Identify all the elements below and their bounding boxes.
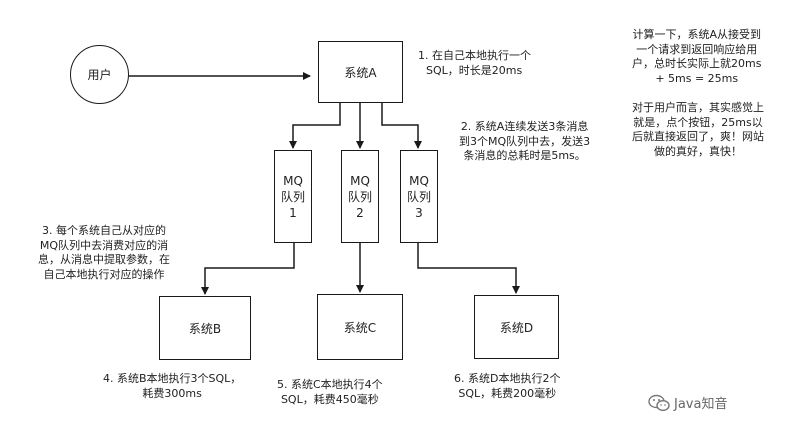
queue-2-line-3: 2: [356, 205, 364, 220]
queue-2-line-1: MQ: [350, 173, 370, 188]
system-b-node: 系统B: [159, 296, 251, 360]
system-c-node: 系统C: [317, 294, 403, 360]
note-4-line-1: 4. 系统B本地执行3个SQL，: [103, 372, 242, 385]
note-user-feeling: 对于用户而言，其实感觉上 就是，点个按钮，25ms以 后就直接返回了，爽！网站 …: [632, 101, 764, 159]
queue-3-line-1: MQ: [409, 173, 429, 188]
note-1-line-2: SQL，时长是20ms: [426, 63, 523, 77]
calc-line-1: 计算一下，系统A从接受到: [632, 28, 761, 41]
note-step-4: 4. 系统B本地执行3个SQL， 耗费300ms: [103, 372, 241, 401]
queue-1-line-1: MQ: [283, 173, 303, 188]
watermark: Java知音: [648, 393, 727, 412]
note-3-line-4: 自己本地执行对应的操作: [43, 267, 165, 281]
feel-line-4: 做的真好，真快！: [654, 144, 742, 158]
note-step-1: 1. 在自己本地执行一个 SQL，时长是20ms: [418, 49, 531, 78]
mq-queue-2: MQ 队列 2: [341, 150, 379, 243]
note-total-time: 计算一下，系统A从接受到 一个请求到返回响应给用 户，总时长实际上就20ms +…: [632, 28, 761, 86]
system-d-label: 系统D: [499, 320, 534, 335]
system-a-label: 系统A: [344, 65, 377, 80]
calc-line-4: + 5ms = 25ms: [655, 71, 739, 85]
watermark-text: Java知音: [674, 397, 728, 412]
note-3-line-1: 3. 每个系统自己从对应的: [42, 224, 166, 237]
user-label: 用户: [87, 68, 112, 82]
note-step-5: 5. 系统C本地执行4个 SQL，耗费450毫秒: [277, 378, 383, 407]
note-step-6: 6. 系统D本地执行2个 SQL，耗费200毫秒: [454, 372, 560, 401]
note-6-line-1: 6. 系统D本地执行2个: [454, 372, 561, 385]
note-5-line-1: 5. 系统C本地执行4个: [277, 378, 383, 391]
mq-queue-3: MQ 队列 3: [400, 150, 438, 243]
queue-1-line-3: 1: [289, 205, 297, 220]
system-c-label: 系统C: [343, 320, 377, 335]
note-1-line-1: 1. 在自己本地执行一个: [418, 49, 531, 62]
note-5-line-2: SQL，耗费450毫秒: [280, 392, 379, 406]
note-6-line-2: SQL，耗费200毫秒: [458, 386, 557, 400]
feel-line-1: 对于用户而言，其实感觉上: [632, 101, 764, 114]
note-3-line-3: 息，从消息中提取参数，在: [38, 253, 170, 266]
note-step-3: 3. 每个系统自己从对应的 MQ队列中去消费对应的消 息，从消息中提取参数，在 …: [38, 224, 170, 282]
note-4-line-2: 耗费300ms: [142, 386, 202, 400]
user-node: 用户: [70, 45, 129, 104]
note-2-line-2: 到3个MQ队列中去，发送3: [459, 134, 591, 148]
note-2-line-3: 条消息的总耗时是5ms。: [463, 149, 586, 162]
mq-queue-1: MQ 队列 1: [274, 150, 312, 243]
system-d-node: 系统D: [474, 295, 559, 359]
calc-line-3: 户，总时长实际上就20ms: [632, 57, 762, 70]
wechat-icon: [648, 394, 670, 411]
queue-1-line-2: 队列: [280, 189, 305, 204]
note-step-2: 2. 系统A连续发送3条消息 到3个MQ队列中去，发送3 条消息的总耗时是5ms…: [459, 120, 590, 164]
system-b-label: 系统B: [188, 321, 222, 336]
note-2-line-1: 2. 系统A连续发送3条消息: [460, 120, 589, 133]
calc-line-2: 一个请求到返回响应给用: [636, 42, 758, 56]
system-a-node: 系统A: [318, 41, 403, 103]
queue-2-line-2: 队列: [347, 189, 372, 204]
feel-line-2: 就是，点个按钮，25ms以: [633, 115, 763, 129]
queue-3-line-3: 3: [415, 205, 423, 220]
feel-line-3: 后就直接返回了，爽！网站: [632, 130, 764, 143]
note-3-line-2: MQ队列中去消费对应的消: [39, 238, 169, 252]
queue-3-line-2: 队列: [406, 189, 431, 204]
